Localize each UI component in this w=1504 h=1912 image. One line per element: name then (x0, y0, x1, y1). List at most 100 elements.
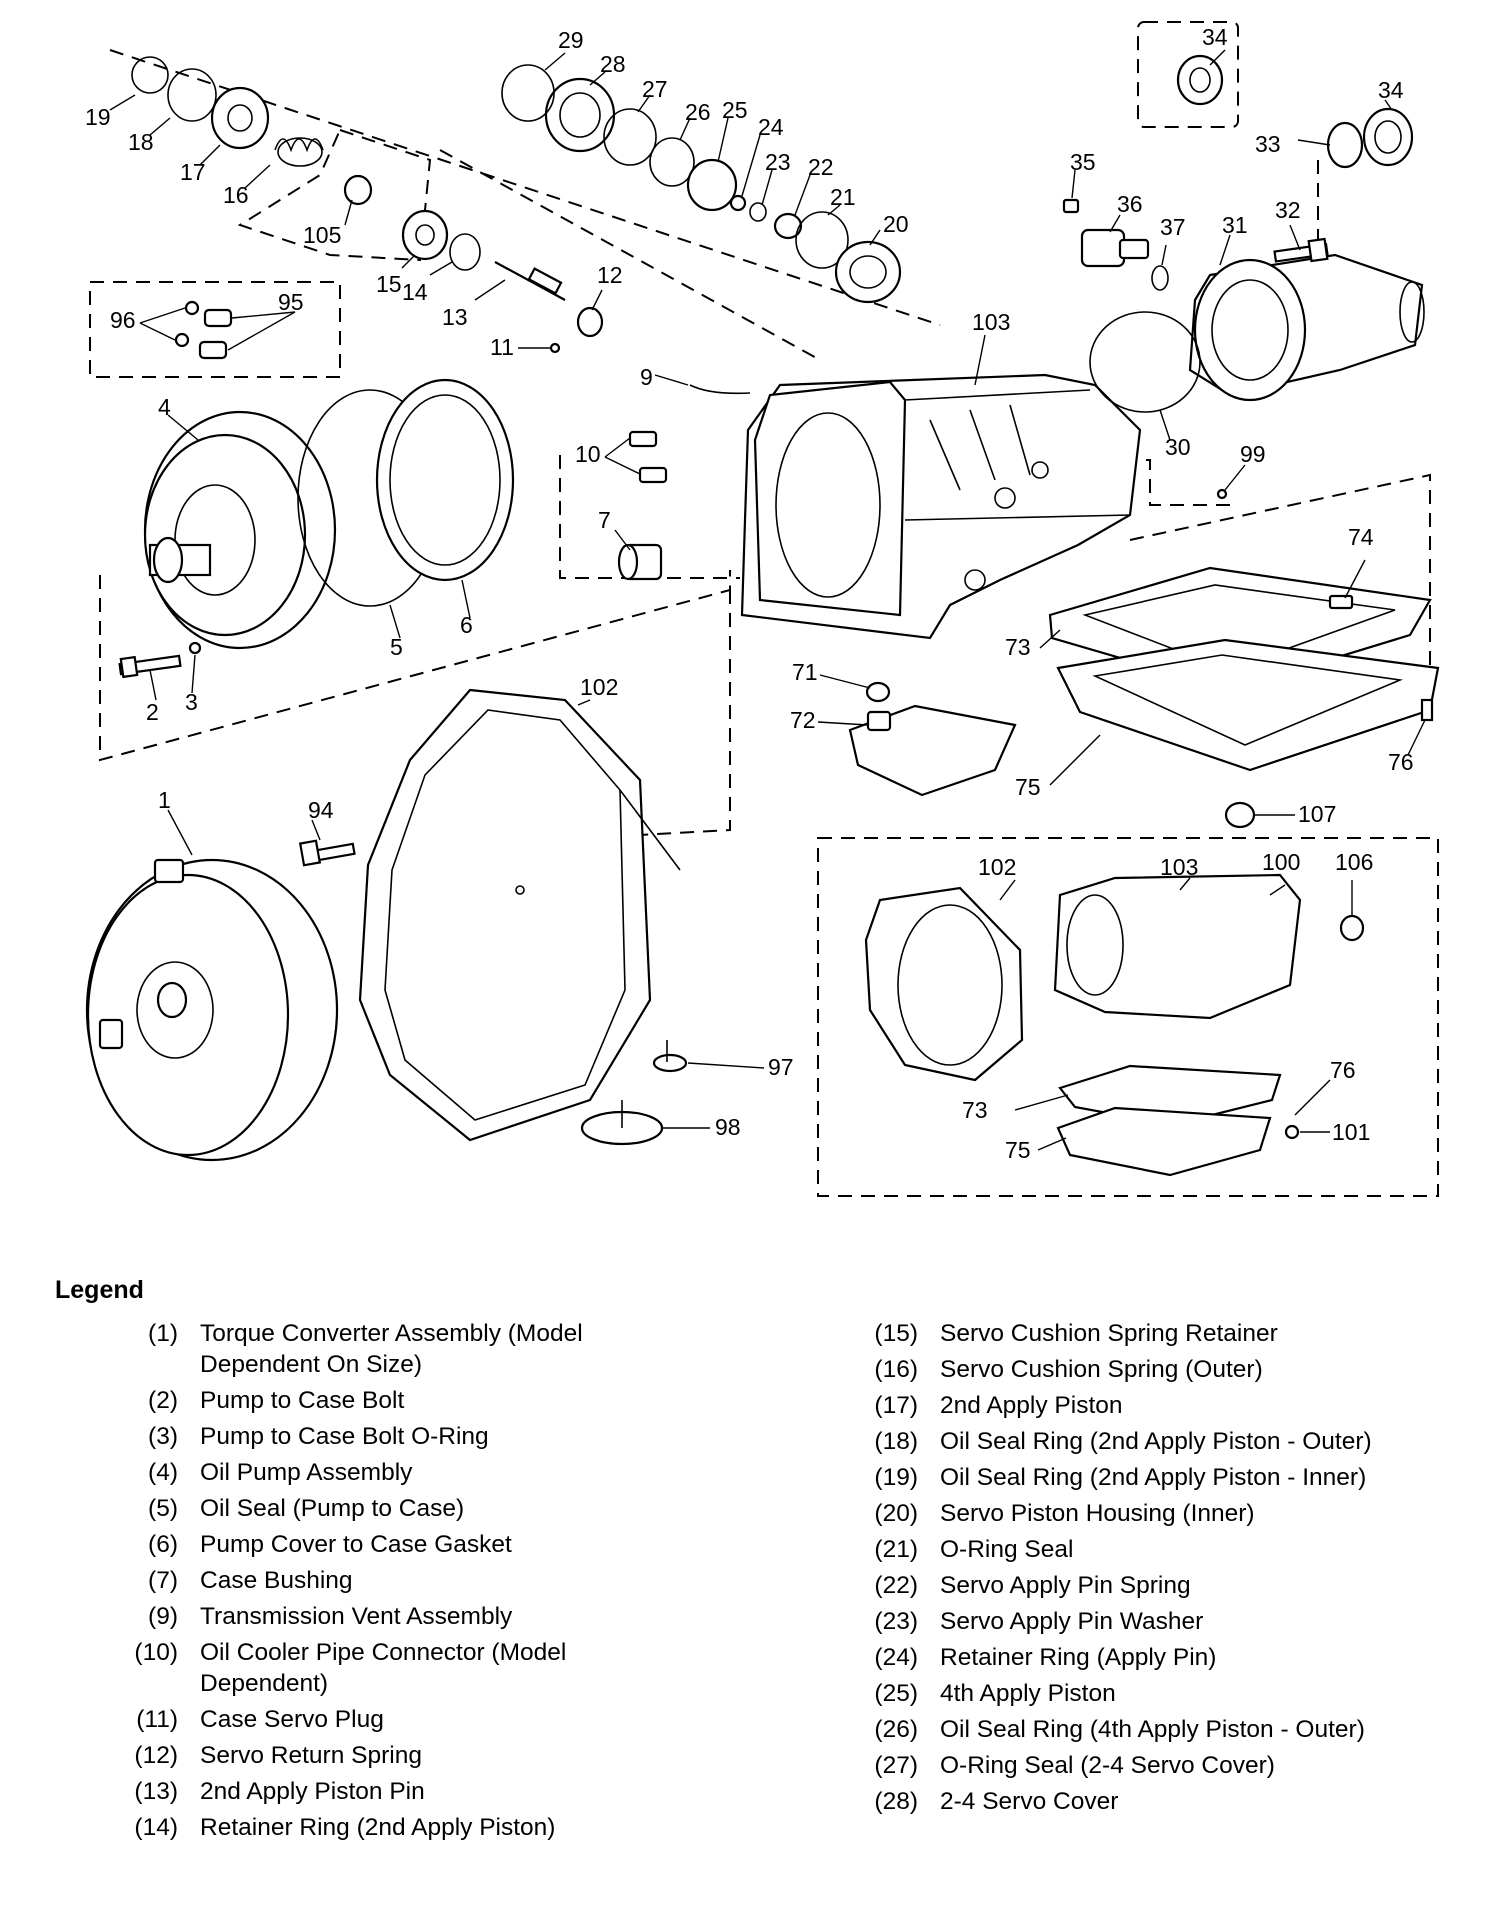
legend-item: (14) Retainer Ring (2nd Apply Piston) (100, 1812, 660, 1843)
servo-apply-pin-spring-22 (773, 212, 803, 240)
callout-31: 31 (1222, 212, 1248, 238)
torque-converter-1 (85, 858, 339, 1162)
callout-9: 9 (640, 364, 653, 390)
legend-item: (5) Oil Seal (Pump to Case) (100, 1493, 660, 1524)
legend-item-number: (5) (148, 1495, 178, 1522)
legend-item-number: (1) (148, 1320, 178, 1347)
legend-item-text: Oil Pump Assembly (200, 1459, 413, 1486)
legend-item-text: Transmission Vent Assembly (200, 1603, 513, 1630)
legend-item-number: (9) (148, 1603, 178, 1630)
legend-item-number: (19) (874, 1464, 918, 1491)
callout-72: 72 (790, 707, 816, 733)
legend-item-number: (22) (874, 1572, 918, 1599)
callout-23: 23 (765, 149, 791, 175)
legend-item-number: (2) (148, 1387, 178, 1414)
callout-106: 106 (1335, 849, 1373, 875)
legend-item-number: (16) (874, 1356, 918, 1383)
legend-item: (16) Servo Cushion Spring (Outer) (840, 1354, 1480, 1385)
legend-item: (20)Servo Piston Housing (Inner) (840, 1498, 1480, 1529)
oil-seal-ring-26 (649, 137, 695, 187)
callout-alt-73: 73 (962, 1097, 988, 1123)
callout-11: 11 (490, 334, 514, 360)
filter-seal-71 (865, 681, 891, 703)
legend-item: (13)2nd Apply Piston Pin (100, 1776, 660, 1807)
legend-item: (12) Servo Return Spring (100, 1740, 660, 1771)
legend-item-number: (18) (874, 1428, 918, 1455)
o-ring-seal-27 (603, 108, 657, 166)
case-servo-plug-11 (549, 342, 561, 354)
pump-group-outline (99, 570, 731, 762)
callout-1: 1 (158, 787, 171, 813)
legend-item-number: (4) (148, 1459, 178, 1486)
legend-item-text: Servo Cushion Spring (Outer) (940, 1356, 1263, 1383)
callout-alt-76: 76 (1330, 1057, 1356, 1083)
callout-16: 16 (223, 182, 249, 208)
legend-item: (11) Case Servo Plug (100, 1704, 660, 1735)
callout-20: 20 (883, 211, 909, 237)
legend-item-text: Oil Seal Ring (4th Apply Piston - Outer) (940, 1716, 1365, 1743)
legend-item-text: Pump to Case Bolt (200, 1387, 405, 1414)
alt-bell-housing-102 (864, 886, 1024, 1082)
legend-item-text: Retainer Ring (2nd Apply Piston) (200, 1814, 556, 1841)
legend-item-text: 2nd Apply Piston Pin (200, 1778, 425, 1805)
group-95-96-outline (89, 281, 341, 378)
callout-alt-75: 75 (1005, 1137, 1031, 1163)
legend-item-number: (12) (134, 1742, 178, 1769)
2nd-apply-piston-17 (210, 86, 270, 150)
servo-piston-housing-20 (834, 240, 902, 304)
seal-34-right (1362, 107, 1414, 167)
legend-item-number: (14) (134, 1814, 178, 1841)
legend-item-number: (24) (874, 1644, 918, 1671)
legend-item-text: Pump to Case Bolt O-Ring (200, 1423, 489, 1450)
group-105-part (343, 174, 373, 206)
legend-item-number: (3) (148, 1423, 178, 1450)
legend-item-text: Oil Seal (Pump to Case) (200, 1495, 465, 1522)
pan-group-outline (1129, 473, 1431, 710)
legend-item-number: (11) (136, 1706, 178, 1733)
legend-item-text: Case Servo Plug (200, 1706, 384, 1733)
callout-105: 105 (303, 222, 341, 248)
callout-94: 94 (308, 797, 334, 823)
legend-item: (7)Case Bushing (100, 1565, 660, 1596)
exploded-parts-diagram: 19 18 17 16 105 15 14 13 12 11 9 10 7 4 … (85, 21, 1440, 1197)
transmission-case-103 (740, 373, 1142, 640)
callout-97: 97 (768, 1054, 794, 1080)
legend-item-number: (27) (874, 1752, 918, 1779)
legend-item-text: Oil Cooler Pipe Connector (Model Depende… (200, 1639, 567, 1697)
bell-housing-102 (358, 688, 681, 1142)
legend-item-text: Servo Piston Housing (Inner) (940, 1500, 1255, 1527)
oil-pump-assembly-4 (143, 410, 337, 650)
case-group-outline (559, 455, 740, 579)
callout-3: 3 (185, 689, 198, 715)
legend-item-number: (17) (874, 1392, 918, 1419)
legend-item-text: Oil Seal Ring (2nd Apply Piston - Outer) (940, 1428, 1372, 1455)
leader-lines (109, 49, 1426, 1151)
servo-group-outline-lower (439, 149, 821, 361)
transmission-vent-9 (689, 384, 751, 395)
callout-75: 75 (1015, 774, 1041, 800)
legend-item-number: (21) (874, 1536, 918, 1563)
filter-72 (848, 704, 1017, 797)
fitting-97 (652, 1040, 688, 1073)
callout-21: 21 (830, 184, 856, 210)
callout-101: 101 (1332, 1119, 1370, 1145)
alt-oil-pan-75 (1056, 1106, 1272, 1177)
bolt-35 (1062, 198, 1080, 214)
callout-32: 32 (1275, 197, 1301, 223)
callout-alt-103: 103 (1160, 854, 1198, 880)
legend-item-text: 4th Apply Piston (940, 1680, 1116, 1707)
callout-36: 36 (1117, 191, 1143, 217)
legend-item-text: Case Bushing (200, 1567, 353, 1594)
bolt-32 (1273, 237, 1329, 263)
callout-100: 100 (1262, 849, 1300, 875)
legend-item-number: (6) (148, 1531, 178, 1558)
legend-item: (2) Pump to Case Bolt (100, 1385, 660, 1416)
callout-labels: 19 18 17 16 105 15 14 13 12 11 9 10 7 4 … (85, 24, 1414, 1163)
legend-item-text: Servo Return Spring (200, 1742, 422, 1769)
callout-2: 2 (146, 699, 159, 725)
group-105-outline (237, 128, 432, 262)
legend-title: Legend (55, 1276, 144, 1304)
callout-15: 15 (376, 271, 402, 297)
legend-item-text: O-Ring Seal (2-4 Servo Cover) (940, 1752, 1275, 1779)
callout-99: 99 (1240, 441, 1266, 467)
